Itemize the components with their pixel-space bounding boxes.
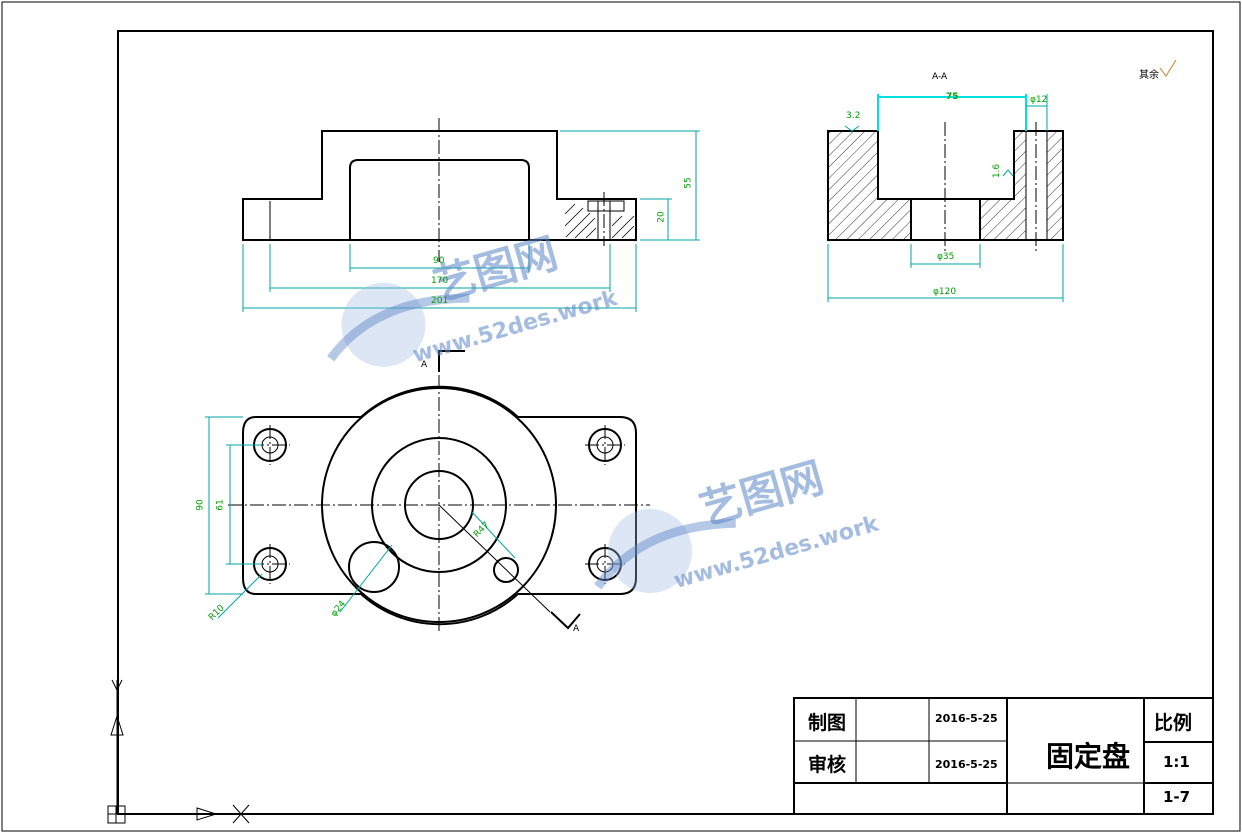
roughness-3-2: 3.2 <box>846 111 861 121</box>
dim-90: 90 <box>433 256 445 266</box>
top-view-dimensions <box>205 416 516 619</box>
watermark-2: 艺图网 www.52des.work <box>594 453 883 594</box>
cut-label-a: A <box>421 360 428 370</box>
dim-90-vertical: 90 <box>195 499 206 511</box>
cut-label-b: A <box>573 624 580 634</box>
dim-75: 75 <box>946 92 959 102</box>
roughness-note: 其余 <box>1139 70 1159 81</box>
section-view-dimensions <box>827 94 1064 302</box>
scale-value: 1:1 <box>1163 753 1190 771</box>
ucs-icon <box>107 679 250 824</box>
watermark-brand-2: 艺图网 <box>694 453 829 535</box>
section-label: A-A <box>932 72 948 82</box>
dim-phi120: φ120 <box>933 287 957 297</box>
dim-20: 20 <box>656 211 667 223</box>
dim-201: 201 <box>431 296 449 306</box>
top-view <box>228 350 650 632</box>
scale-label: 比例 <box>1154 712 1193 734</box>
checked-label: 审核 <box>808 754 847 776</box>
roughness-check-icon <box>1159 59 1177 77</box>
drawn-date: 2016-5-25 <box>935 712 998 725</box>
front-view-dimensions <box>242 130 700 312</box>
front-view <box>242 118 637 262</box>
dim-55: 55 <box>683 177 694 189</box>
dim-170: 170 <box>431 276 449 286</box>
dim-phi35: φ35 <box>937 252 955 262</box>
inner-frame <box>117 30 1214 815</box>
sheet-number: 1-7 <box>1163 788 1191 806</box>
roughness-1-6: 1.6 <box>992 163 1003 179</box>
watermark-1: 艺图网 www.52des.work <box>327 228 621 368</box>
dim-61: 61 <box>215 499 226 511</box>
drawn-label: 制图 <box>808 712 847 734</box>
part-name: 固定盘 <box>1046 740 1131 773</box>
dim-phi12: φ12 <box>1030 95 1048 105</box>
checked-date: 2016-5-25 <box>935 758 998 771</box>
title-block-lines <box>793 697 1214 815</box>
section-view <box>827 122 1064 252</box>
